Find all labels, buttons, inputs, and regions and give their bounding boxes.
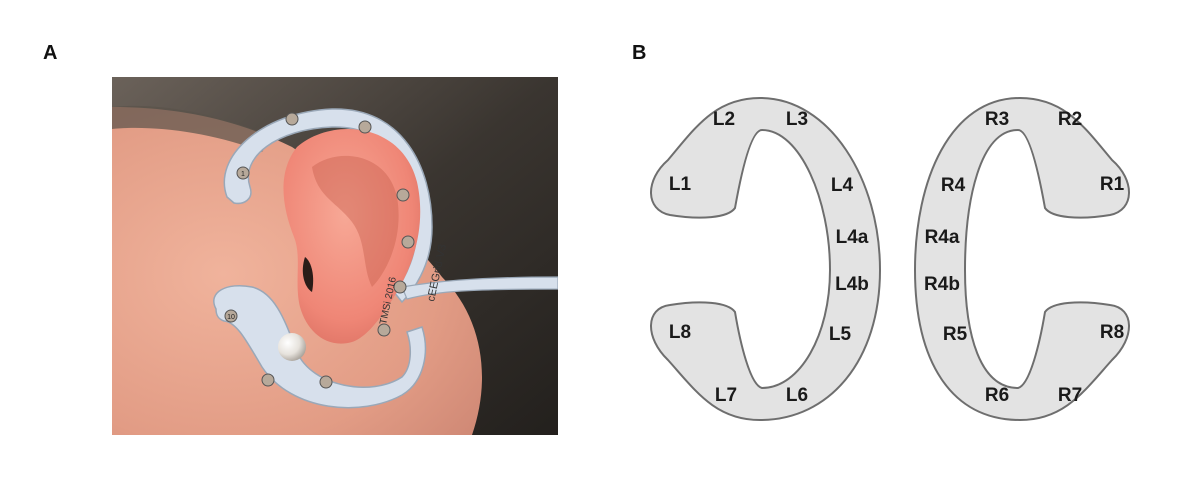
electrode-label-r7: R7 — [1058, 385, 1082, 406]
electrode-label-r8: R8 — [1100, 322, 1124, 343]
pearl-earring — [278, 333, 306, 361]
ear-canal — [302, 257, 314, 292]
device-electrodes — [224, 112, 415, 389]
electrode-layout-svg: L1 L2 L3 L4 L4a L4b L5 L6 L7 L8 R1 R2 R3… — [650, 96, 1130, 422]
electrode-label-l7: L7 — [715, 385, 737, 406]
electrode-label-r5: R5 — [943, 324, 968, 345]
electrode-label-l4: L4 — [831, 175, 854, 196]
electrode-label-r4a: R4a — [925, 227, 960, 248]
electrode-label-r3: R3 — [985, 109, 1009, 130]
electrode-label-l6: L6 — [786, 385, 808, 406]
electrode-label-r4b: R4b — [924, 274, 960, 295]
ear-concha — [312, 155, 399, 287]
electrode-label-r6: R6 — [985, 385, 1009, 406]
ear — [283, 129, 421, 344]
device-cable — [401, 276, 558, 300]
electrode-label-l2: L2 — [713, 109, 735, 130]
ear-photo-illustration: 1 10 cEEGrid-V3 TMSi 2016 — [112, 77, 558, 435]
electrode-label-l3: L3 — [786, 109, 808, 130]
electrode-label-r2: R2 — [1058, 109, 1082, 130]
electrode-label-r4: R4 — [941, 175, 966, 196]
ear-photo: 1 10 cEEGrid-V3 TMSi 2016 — [112, 77, 558, 435]
hair — [112, 77, 558, 435]
electrode-label-r1: R1 — [1100, 174, 1125, 195]
panel-label-b: B — [632, 42, 647, 64]
electrode-label-l4a: L4a — [836, 227, 869, 248]
electrode-layout-diagram: L1 L2 L3 L4 L4a L4b L5 L6 L7 L8 R1 R2 R3… — [640, 80, 1160, 440]
electrode-label-l4b: L4b — [835, 274, 869, 295]
left-grid-shape — [650, 96, 882, 422]
electrode-label-l1: L1 — [669, 174, 692, 195]
device-electrode-number-10: 10 — [227, 314, 235, 321]
right-grid-shape — [913, 96, 1130, 422]
electrode-label-l5: L5 — [829, 324, 852, 345]
hairline — [112, 105, 272, 152]
panel-label-a: A — [43, 42, 58, 64]
device-lower-arc — [213, 285, 427, 409]
electrode-label-l8: L8 — [669, 322, 691, 343]
device-electrode-number-1: 1 — [241, 171, 245, 178]
